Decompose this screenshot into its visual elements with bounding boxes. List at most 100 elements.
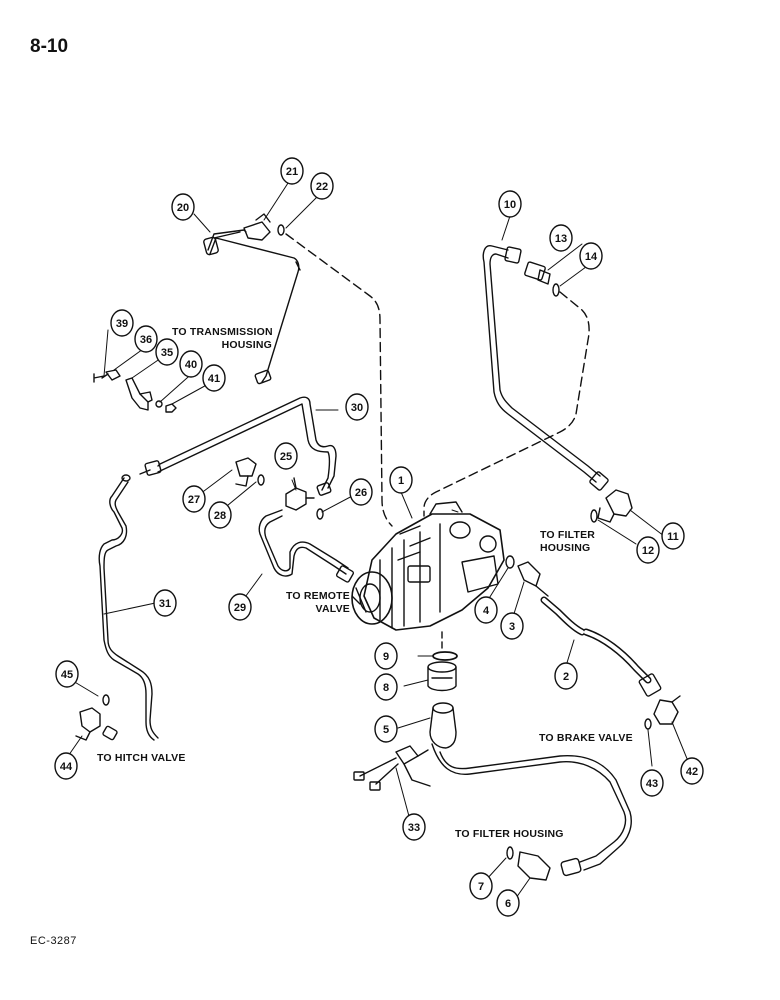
fitting-21 — [243, 213, 271, 241]
tube-10 — [482, 245, 609, 491]
label-to-brake-valve: TO BRAKE VALVE — [539, 732, 633, 744]
callout-circle-41 — [202, 364, 226, 392]
callout-number-45: 45 — [61, 669, 73, 681]
dashed-route-14 — [423, 291, 590, 517]
callout-circle-39 — [110, 309, 134, 337]
callout-number-35: 35 — [161, 347, 173, 359]
fitting-hitch-end — [102, 725, 118, 741]
callout-number-22: 22 — [316, 181, 328, 193]
callout-number-14: 14 — [585, 251, 598, 263]
callout-number-31: 31 — [159, 598, 171, 610]
callout-circle-5 — [374, 715, 398, 743]
callout-number-9: 9 — [383, 651, 389, 663]
callout-circle-22 — [310, 172, 334, 200]
callout-circle-7 — [469, 872, 493, 900]
washer-40 — [155, 400, 163, 408]
label-to-remote-valve: TO REMOTE VALVE — [285, 590, 350, 615]
callout-circle-26 — [349, 478, 373, 506]
fitting-13 — [524, 261, 551, 285]
callout-number-43: 43 — [646, 778, 658, 790]
callout-circle-45 — [55, 660, 79, 688]
elbow-11 — [597, 489, 633, 523]
clip-36 — [101, 369, 121, 381]
callout-number-26: 26 — [355, 487, 367, 499]
callout-number-4: 4 — [483, 605, 490, 617]
adapter-8 — [427, 661, 457, 692]
callout-number-11: 11 — [667, 531, 679, 543]
callout-number-13: 13 — [555, 233, 567, 245]
callout-circle-11 — [661, 522, 685, 550]
callout-circle-12 — [636, 536, 660, 564]
callout-circle-3 — [500, 612, 524, 640]
hydraulic-pump-1 — [351, 501, 505, 631]
callout-number-6: 6 — [505, 898, 511, 910]
callout-circle-2 — [554, 662, 578, 690]
callout-circle-44 — [54, 752, 78, 780]
fitting-6 — [517, 851, 551, 881]
callout-circle-29 — [228, 593, 252, 621]
bolt-39 — [93, 373, 105, 383]
callout-number-41: 41 — [208, 373, 220, 385]
callout-number-25: 25 — [280, 451, 292, 463]
hose-2 — [540, 596, 662, 697]
callout-circle-21 — [280, 157, 304, 185]
callout-circle-1 — [389, 466, 413, 494]
callout-number-10: 10 — [504, 199, 516, 211]
callout-circle-28 — [208, 501, 232, 529]
sensor-33 — [353, 745, 431, 791]
bracket-35 — [125, 377, 153, 411]
nut-41 — [165, 403, 177, 413]
o-ring-28 — [257, 474, 265, 486]
callout-number-12: 12 — [642, 545, 654, 557]
fitting-42 — [653, 695, 681, 725]
callout-circle-10 — [498, 190, 522, 218]
callout-circle-42 — [680, 757, 704, 785]
callout-number-20: 20 — [177, 202, 189, 214]
o-ring-7 — [506, 846, 514, 860]
fitting-44 — [75, 707, 101, 741]
callout-number-36: 36 — [140, 334, 152, 346]
o-ring-12 — [590, 509, 598, 523]
callout-circle-13 — [549, 224, 573, 252]
callout-circle-36 — [134, 325, 158, 353]
o-ring-14 — [552, 283, 560, 297]
tube-20 — [203, 229, 301, 385]
o-ring-26 — [316, 508, 324, 520]
tube-30 — [139, 396, 337, 496]
callout-number-1: 1 — [398, 475, 404, 487]
ring-9 — [432, 651, 458, 661]
label-to-transmission: TO TRANSMISSION HOUSING — [172, 326, 273, 351]
callout-number-42: 42 — [686, 766, 698, 778]
callout-circle-9 — [374, 642, 398, 670]
fitting-3 — [517, 561, 549, 597]
page-number: 8-10 — [30, 36, 69, 57]
callout-circle-8 — [374, 673, 398, 701]
callout-circle-14 — [579, 242, 603, 270]
dashed-route-22 — [285, 233, 393, 527]
callout-number-7: 7 — [478, 881, 484, 893]
callout-number-44: 44 — [60, 761, 73, 773]
callout-number-21: 21 — [286, 166, 298, 178]
callout-circle-40 — [179, 350, 203, 378]
tee-25 — [285, 477, 315, 511]
callout-number-40: 40 — [185, 359, 197, 371]
tube-31 — [98, 474, 159, 741]
o-ring-4 — [505, 555, 515, 569]
label-to-filter: TO FILTER HOUSING — [540, 529, 596, 554]
o-ring-22 — [277, 224, 285, 236]
callout-number-33: 33 — [408, 822, 420, 834]
callout-number-2: 2 — [563, 671, 569, 683]
callout-number-29: 29 — [234, 602, 246, 614]
label-to-filter-housing: TO FILTER HOUSING — [455, 828, 564, 840]
callout-number-28: 28 — [214, 510, 226, 522]
elbow-27 — [235, 457, 257, 487]
callout-number-5: 5 — [383, 724, 389, 736]
figure-code: EC-3287 — [30, 935, 77, 947]
o-ring-45 — [102, 694, 110, 706]
tube-filter — [431, 743, 632, 877]
callout-circle-27 — [182, 485, 206, 513]
callouts: 1234567891011121314202122252627282930313… — [54, 157, 704, 917]
label-to-hitch-valve: TO HITCH VALVE — [97, 752, 186, 764]
callout-number-8: 8 — [383, 682, 389, 694]
